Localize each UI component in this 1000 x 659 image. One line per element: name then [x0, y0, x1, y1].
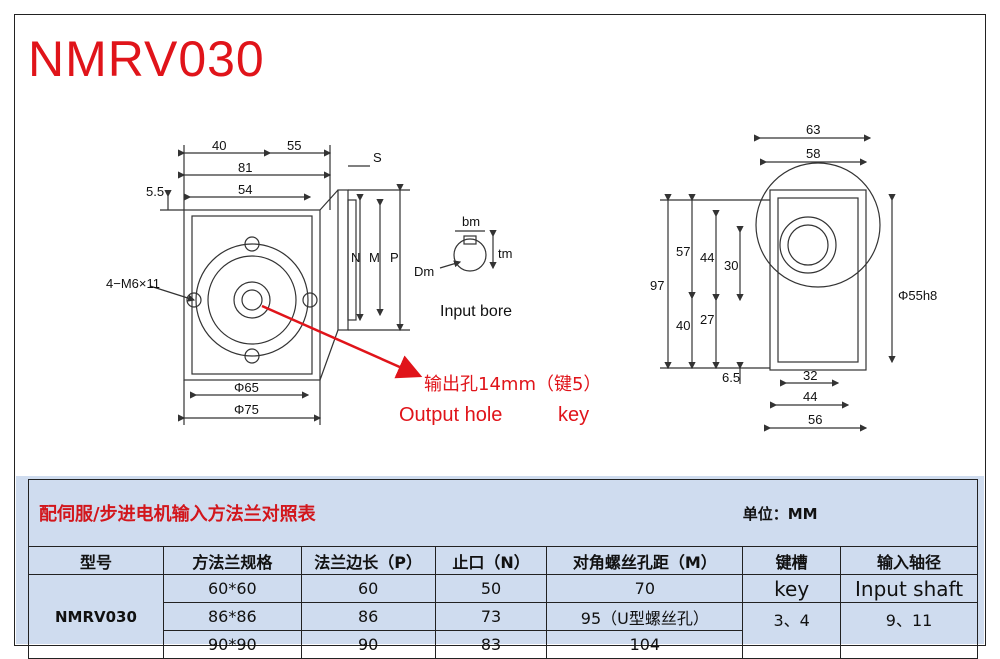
p-cell: 90: [300, 630, 436, 659]
bolt-spec: 4−M6×11: [106, 276, 160, 291]
table-row: 90*90 90 83 104: [29, 630, 978, 659]
label-dm: Dm: [414, 264, 434, 279]
dim-27: 27: [700, 312, 714, 327]
header-flange-side: 法兰边长（P）: [300, 546, 436, 575]
dim-phi55h8: Φ55h8: [898, 288, 937, 303]
dim-55: 55: [287, 138, 301, 153]
spec-cell: 90*90: [162, 630, 302, 659]
output-key-en: key: [558, 404, 589, 426]
dim-63: 63: [806, 122, 820, 137]
header-input-shaft: 输入轴径: [840, 546, 978, 575]
dim-44-horizontal: 44: [803, 389, 817, 404]
dim-58: 58: [806, 146, 820, 161]
dim-40-vertical: 40: [676, 318, 690, 333]
output-pointer-arrow: [261, 304, 423, 379]
p-cell: 86: [300, 602, 436, 631]
dim-56: 56: [808, 412, 822, 427]
output-hole-cn: 输出孔14mm（键5）: [424, 374, 601, 395]
label-n: N: [351, 250, 360, 265]
input-bore-caption: Input bore: [440, 303, 512, 320]
label-s: S: [373, 150, 382, 165]
spec-cell: 60*60: [162, 574, 302, 603]
key-label-cell: key: [742, 574, 842, 603]
dim-phi75: Φ75: [234, 402, 259, 417]
header-model: 型号: [28, 546, 164, 575]
label-p: P: [390, 250, 399, 265]
label-tm: tm: [498, 246, 512, 261]
dim-54: 54: [238, 182, 252, 197]
header-spigot: 止口（N）: [434, 546, 548, 575]
label-bm: bm: [462, 214, 480, 229]
dim-30: 30: [724, 258, 738, 273]
page-title: NMRV030: [28, 31, 265, 87]
dim-5-5: 5.5: [146, 184, 164, 199]
dim-44-vertical: 44: [700, 250, 714, 265]
spec-cell: 86*86: [162, 602, 302, 631]
shaft-values-cell: 9、11: [840, 602, 978, 659]
label-m: M: [369, 250, 380, 265]
dim-40: 40: [212, 138, 226, 153]
shaft-label-cell: Input shaft: [840, 574, 978, 603]
table-row: NMRV030 60*60 60 50 70 key Input shaft: [28, 574, 978, 659]
table-row: 86*86 86 73 95（U型螺丝孔） 3、4 9、11: [29, 602, 978, 659]
m-cell: 95（U型螺丝孔）: [546, 602, 744, 631]
table-title: 配伺服/步进电机输入方法兰对照表: [27, 479, 743, 547]
dim-97: 97: [650, 278, 664, 293]
header-flange-spec: 方法兰规格: [162, 546, 302, 575]
n-cell: 50: [434, 574, 548, 603]
header-keyway: 键槽: [742, 546, 842, 575]
flange-table: 配伺服/步进电机输入方法兰对照表 单位：MM 型号 方法兰规格 法兰边长（P） …: [27, 479, 978, 659]
dim-81: 81: [238, 160, 252, 175]
gearbox-side-view: [769, 189, 867, 371]
m-cell: 104: [546, 630, 744, 659]
output-hole-en: Output hole: [399, 404, 502, 426]
table-unit: 单位：MM: [742, 479, 978, 547]
table-header-row: 型号 方法兰规格 法兰边长（P） 止口（N） 对角螺丝孔距（M） 键槽 输入轴径: [28, 546, 978, 575]
dim-32: 32: [803, 368, 817, 383]
technical-drawing: 40 55 81 54 5.5 S N M P 4−M6×11 Φ65 Φ75 …: [106, 122, 937, 432]
dim-57: 57: [676, 244, 690, 259]
model-cell: NMRV030: [28, 574, 164, 659]
key-values-cell: 3、4: [742, 602, 842, 659]
p-cell: 60: [300, 574, 436, 603]
dim-phi65: Φ65: [234, 380, 259, 395]
m-cell: 70: [546, 574, 744, 603]
dim-6-5: 6.5: [722, 370, 740, 385]
header-diagonal-hole: 对角螺丝孔距（M）: [546, 546, 744, 575]
n-cell: 73: [434, 602, 548, 631]
flange-table-panel: 配伺服/步进电机输入方法兰对照表 单位：MM 型号 方法兰规格 法兰边长（P） …: [16, 476, 984, 659]
gearbox-body: [183, 209, 321, 381]
n-cell: 83: [434, 630, 548, 659]
